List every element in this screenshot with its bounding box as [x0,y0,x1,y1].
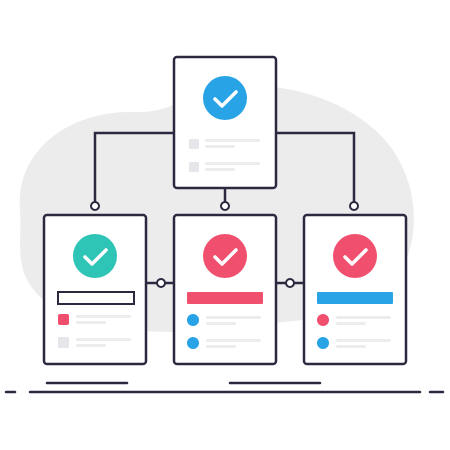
placeholder-line [336,345,366,348]
bullet-dot [317,314,329,326]
card-frame [302,213,408,366]
placeholder-line [206,322,236,325]
card-left [42,213,148,366]
check-icon [83,248,108,266]
status-badge [203,76,247,120]
placeholder-line [205,139,260,142]
bullet-dot [187,314,199,326]
joint-dot [349,201,359,211]
connector-top-to-right [276,131,356,207]
placeholder-line [76,315,131,318]
ground-lines [4,381,445,394]
card-middle [172,213,278,366]
highlight-bar [317,292,393,304]
status-badge [333,234,377,278]
bullet-dot [187,337,199,349]
placeholder-line [206,345,236,348]
placeholder-square [189,162,199,172]
placeholder-line [76,321,106,324]
placeholder-line [206,316,261,319]
card-frame [172,55,278,190]
card-frame [42,213,148,366]
connector-top-to-left [93,131,174,207]
placeholder-line [336,339,391,342]
placeholder-line [205,162,260,165]
joint-dot [220,201,230,211]
check-icon [213,90,238,108]
check-icon [343,248,368,266]
status-badge [73,234,117,278]
joint-dot [156,278,166,288]
placeholder-square [58,337,69,348]
joint-dot [285,278,295,288]
bullet-dot [317,337,329,349]
placeholder-line [76,338,131,341]
check-icon [213,248,238,266]
status-badge [203,234,247,278]
card-frame [172,213,278,366]
placeholder-line [206,339,261,342]
highlight-bar [187,292,263,304]
placeholder-square [189,139,199,149]
placeholder-line [336,316,391,319]
joint-dot [90,201,100,211]
input-field [57,291,135,305]
checkbox-square [58,314,69,325]
placeholder-line [336,322,366,325]
placeholder-line [76,344,106,347]
connector-joints [90,201,359,288]
placeholder-line [205,168,235,171]
card-top [172,55,278,190]
card-right [302,213,408,366]
placeholder-line [205,145,235,148]
